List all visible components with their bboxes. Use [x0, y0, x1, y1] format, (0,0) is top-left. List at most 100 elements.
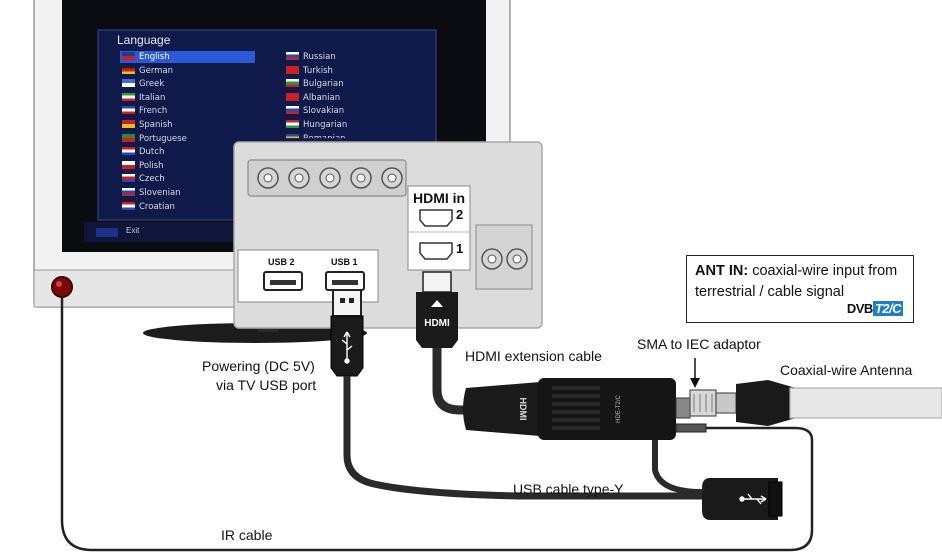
hdmi-port-1	[419, 242, 453, 260]
hdmi-extension-cable	[432, 348, 468, 415]
language-label: English	[139, 52, 170, 62]
coax-plug	[736, 380, 796, 426]
language-label: Italian	[139, 92, 166, 103]
hdmi-plug-label: HDMI	[424, 318, 450, 329]
language-item-greek[interactable]: Greek	[122, 78, 187, 92]
hdmi-plug-arrow-icon	[431, 300, 443, 307]
flag-icon	[122, 79, 135, 88]
flag-icon	[122, 174, 135, 183]
language-label: Croatian	[139, 201, 175, 212]
language-item-hungarian[interactable]: Hungarian	[286, 119, 347, 133]
language-item-german[interactable]: German	[122, 65, 187, 79]
flag-icon	[286, 106, 299, 115]
language-label: Romanian	[303, 134, 346, 139]
hdmi-port-2-number: 2	[456, 207, 464, 222]
flag-icon	[286, 79, 299, 88]
stick-grip-pattern	[552, 386, 600, 430]
av-connectors	[257, 167, 403, 189]
language-label: French	[139, 106, 168, 117]
flag-icon	[122, 52, 135, 60]
language-item-slovenian[interactable]: Slovenian	[122, 187, 187, 201]
powering-label-line2: via TV USB port	[216, 377, 317, 393]
menu-exit-label: Exit	[126, 226, 140, 235]
exit-key-icon	[96, 228, 118, 237]
ir-led-highlight	[56, 281, 62, 287]
language-label: Russian	[303, 52, 336, 62]
usb-port-2-label: USB 2	[268, 257, 295, 267]
language-item-english[interactable]: English	[122, 51, 187, 65]
adapter-hdmi-label: HDMI	[518, 398, 528, 421]
dvb-tuner-stick	[538, 378, 676, 440]
language-item-russian[interactable]: Russian	[286, 51, 347, 65]
language-item-french[interactable]: French	[122, 105, 187, 119]
flag-icon	[286, 119, 299, 128]
ant-in-title: ANT IN:	[695, 263, 749, 279]
usb-y-cable	[343, 376, 712, 500]
language-label: Turkish	[303, 65, 333, 76]
language-item-bulgarian[interactable]: Bulgarian	[286, 78, 347, 92]
language-item-turkish[interactable]: Turkish	[286, 65, 347, 79]
language-item-italian[interactable]: Italian	[122, 92, 187, 106]
hdmi-extension-label: HDMI extension cable	[465, 348, 602, 364]
flag-icon	[122, 160, 135, 169]
flag-icon	[122, 106, 135, 115]
language-label: Polish	[139, 160, 164, 171]
language-item-portuguese[interactable]: Portuguese	[122, 133, 187, 147]
hdmi-plug-tip	[422, 271, 452, 293]
stick-sma-port	[675, 397, 691, 419]
stick-ir-jack	[675, 423, 707, 433]
language-item-polish[interactable]: Polish	[122, 160, 187, 174]
dvb-t2c-badge: T2/C	[872, 301, 903, 316]
hdmi-port-2	[419, 209, 453, 227]
hdmi-extension-adapter	[463, 382, 540, 436]
language-item-spanish[interactable]: Spanish	[122, 119, 187, 133]
language-label: Spanish	[139, 119, 173, 130]
hdmi-in-label: HDMI in	[413, 190, 466, 206]
flag-icon	[122, 92, 135, 101]
language-item-albanian[interactable]: Albanian	[286, 92, 347, 106]
usb-cable-label: USB cable type-Y	[513, 481, 624, 497]
flag-icon	[122, 147, 135, 156]
ant-in-text-2: terrestrial / cable signal	[695, 284, 845, 300]
usb-symbol-icon	[341, 331, 353, 364]
language-label: Slovenian	[139, 187, 181, 198]
flag-icon	[286, 92, 299, 101]
flag-icon	[122, 133, 135, 142]
flag-icon	[122, 187, 135, 196]
ant-in-text-1: coaxial-wire input from	[748, 263, 898, 279]
usb-plug-metal	[332, 289, 362, 317]
coaxial-antenna-cable	[789, 387, 942, 419]
ir-cable-label: IR cable	[221, 527, 273, 543]
flag-icon	[286, 133, 299, 139]
language-label: Portuguese	[139, 133, 187, 144]
stick-model-label: HDE-T2/C	[616, 395, 622, 423]
language-label: Dutch	[139, 147, 165, 158]
coaxial-antenna-label: Coaxial-wire Antenna	[780, 362, 913, 378]
language-label: Albanian	[303, 92, 341, 103]
language-label: Slovakian	[303, 106, 345, 117]
ant-in-info-box: ANT IN: coaxial-wire input from terrestr…	[686, 255, 914, 323]
language-label: Greek	[139, 79, 165, 90]
language-label: German	[139, 65, 174, 76]
menu-title: Language	[117, 33, 171, 47]
selected-item-highlight	[120, 51, 255, 63]
ir-cable	[60, 297, 814, 552]
powering-label-line1: Powering (DC 5V)	[202, 358, 315, 374]
ir-receiver-led	[51, 276, 73, 298]
dvb-logo-text: DVB	[846, 301, 873, 316]
flag-icon	[286, 52, 299, 60]
language-item-dutch[interactable]: Dutch	[122, 146, 187, 160]
menu-bottom-bar	[84, 222, 236, 242]
language-item-romanian[interactable]: Romanian	[286, 133, 347, 139]
hdmi-plug-body	[416, 292, 458, 348]
language-label: Hungarian	[303, 119, 348, 130]
language-item-slovakian[interactable]: Slovakian	[286, 105, 347, 119]
flag-icon	[122, 65, 135, 74]
language-item-czech[interactable]: Czech	[122, 173, 187, 187]
flag-icon	[286, 65, 299, 74]
language-item-croatian[interactable]: Croatian	[122, 201, 187, 215]
language-label: Bulgarian	[303, 79, 344, 90]
